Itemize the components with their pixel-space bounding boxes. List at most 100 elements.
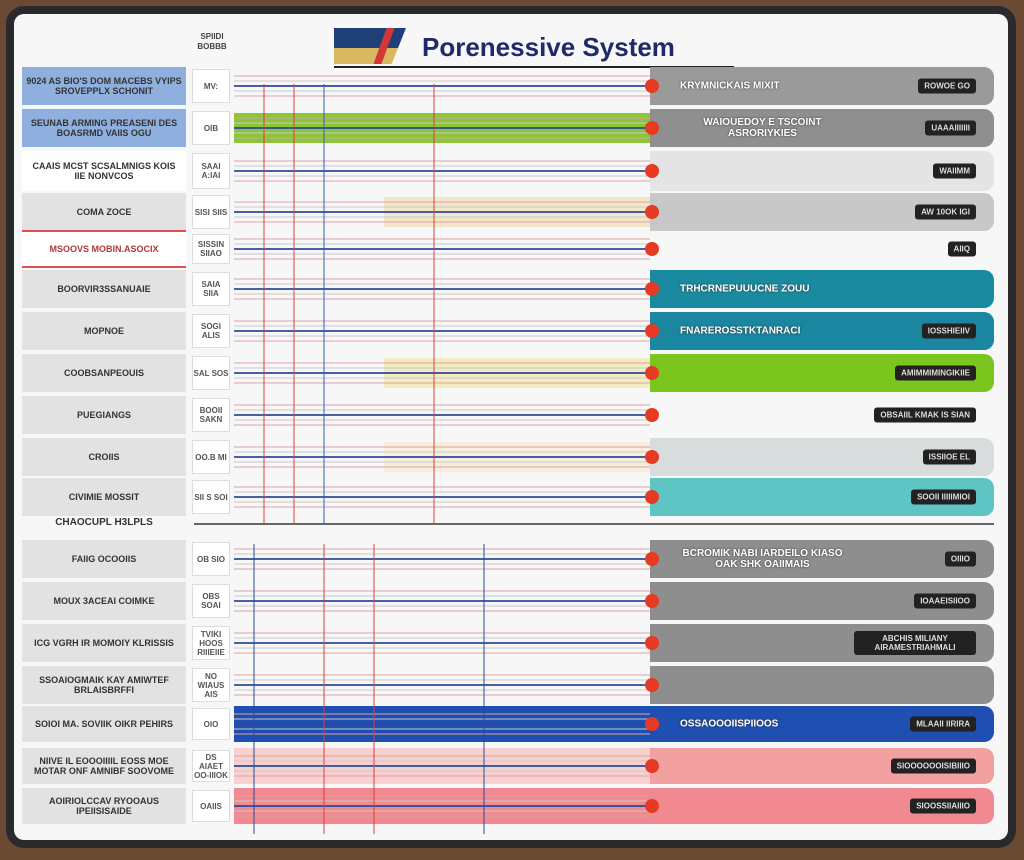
status-text: OSSAOOOIISPIIOOS bbox=[680, 718, 779, 730]
bottom-status-bar[interactable]: ABCHIS MILIANY AIRAMESTRIAHMALI bbox=[650, 624, 994, 662]
top-code: MV: bbox=[192, 69, 230, 103]
status-text: FNAREROSSTKTANRACI bbox=[680, 325, 801, 337]
bottom-label[interactable]: ICG VGRH IR MOMOIY KLRISSIS bbox=[22, 624, 186, 662]
status-tag: MLAAII IIRIRA bbox=[910, 716, 976, 732]
milestone-dot-icon[interactable] bbox=[645, 759, 659, 773]
bottom-label[interactable]: AOIRIOLCCAV RYOOAUS IPEIISISAIDE bbox=[22, 788, 186, 824]
top-status-bar[interactable]: OBSAIIL KMAK IS SIAN bbox=[650, 396, 994, 434]
status-tag: WAIIMM bbox=[933, 163, 976, 179]
status-tag: SIOOOOOOISIBIIIO bbox=[890, 758, 976, 774]
bottom-label[interactable]: SSOAIOGMAIK KAY AMIWTEF BRLAISBRFFI bbox=[22, 666, 186, 704]
status-tag: AW 10OK IGI bbox=[915, 204, 976, 220]
bottom-label[interactable]: NIIVE IL EOOOIIIIL EOSS MOE MOTAR ONF AM… bbox=[22, 748, 186, 784]
section-divider bbox=[194, 523, 994, 525]
top-status-bar[interactable]: WAIIMM bbox=[650, 151, 994, 191]
status-tag: ROWOE GO bbox=[918, 78, 976, 94]
top-code: OIB bbox=[192, 111, 230, 145]
top-code: SAAI A:IAI bbox=[192, 153, 230, 189]
top-code: SAL SOS bbox=[192, 356, 230, 390]
status-tag: UAAAIIIIIII bbox=[925, 120, 976, 136]
small-logo: SPIIDI BOBBB bbox=[197, 32, 227, 51]
milestone-dot-icon[interactable] bbox=[645, 205, 659, 219]
top-label[interactable]: PUEGIANGS bbox=[22, 396, 186, 434]
system-panel: SPIIDI BOBBB Porenessive System 9024 AS … bbox=[14, 14, 1008, 840]
header: Porenessive System bbox=[334, 28, 734, 68]
milestone-dot-icon[interactable] bbox=[645, 636, 659, 650]
milestone-dot-icon[interactable] bbox=[645, 594, 659, 608]
bottom-label[interactable]: MOUX 3ACEAI COIMKE bbox=[22, 582, 186, 620]
bottom-label[interactable]: FAIIG OCOOIIS bbox=[22, 540, 186, 578]
bottom-label[interactable]: SOIOI MA. SOVIIK OIKR PEHIRS bbox=[22, 706, 186, 742]
milestone-dot-icon[interactable] bbox=[645, 164, 659, 178]
milestone-dot-icon[interactable] bbox=[645, 450, 659, 464]
top-label[interactable]: MSOOVS MOBIN.ASOCIX bbox=[22, 232, 186, 266]
milestone-dot-icon[interactable] bbox=[645, 717, 659, 731]
top-status-bar[interactable]: SOOII IIIIIMIOI bbox=[650, 478, 994, 516]
title-divider bbox=[334, 66, 734, 68]
top-status-bar[interactable]: AMIMMIMINGIKIIE bbox=[650, 354, 994, 392]
top-label[interactable]: CROIIS bbox=[22, 438, 186, 476]
milestone-dot-icon[interactable] bbox=[645, 678, 659, 692]
top-label[interactable]: SEUNAB ARMING PREASENI DES BOASRMD VAIIS… bbox=[22, 109, 186, 147]
top-label[interactable]: 9024 AS BIO'S DOM MACEBS VYIPS SROVEPPLX… bbox=[22, 67, 186, 105]
milestone-dot-icon[interactable] bbox=[645, 324, 659, 338]
status-tag: AMIMMIMINGIKIIE bbox=[895, 365, 976, 381]
top-code: SII S SOI bbox=[192, 480, 230, 514]
bottom-code: NO WIAUS AIS bbox=[192, 668, 230, 702]
top-label[interactable]: CAAIS MCST SCSALMNIGS KOIS IIE NONVCOS bbox=[22, 151, 186, 191]
milestone-dot-icon[interactable] bbox=[645, 408, 659, 422]
status-text: BCROMIK NABI IARDEILO KIASO OAK SHK OAII… bbox=[682, 548, 843, 570]
bottom-code: OBS SOAI bbox=[192, 584, 230, 618]
status-tag: ABCHIS MILIANY AIRAMESTRIAHMALI bbox=[854, 631, 976, 655]
bottom-status-bar[interactable]: OSSAOOOIISPIIOOS MLAAII IIRIRA bbox=[650, 706, 994, 742]
top-code: OO.B MI bbox=[192, 440, 230, 474]
bottom-status-bar[interactable] bbox=[650, 666, 994, 704]
top-status-bar[interactable]: FNAREROSSTKTANRACI IOSSHIEIIV bbox=[650, 312, 994, 350]
status-tag: AIIQ bbox=[947, 241, 976, 257]
status-tag: ISSIIOE EL bbox=[922, 449, 976, 465]
bottom-code: OAIIS bbox=[192, 790, 230, 822]
status-text: TRHCRNEPUUUCNE ZOUU bbox=[680, 283, 810, 295]
milestone-dot-icon[interactable] bbox=[645, 282, 659, 296]
top-label[interactable]: BOORVIR3SSANUAIE bbox=[22, 270, 186, 308]
bottom-status-bar[interactable]: SIOOSSIIAIIIO bbox=[650, 788, 994, 824]
top-code: BOOII SAKN bbox=[192, 398, 230, 432]
bottom-code: DS AIAET OO-IIIOK bbox=[192, 750, 230, 782]
page-title: Porenessive System bbox=[422, 32, 675, 62]
top-status-bar[interactable]: KRYMNICKAIS MIXIT ROWOE GO bbox=[650, 67, 994, 105]
status-tag: IOAAEISIIOO bbox=[914, 593, 976, 609]
top-label[interactable]: MOPNOE bbox=[22, 312, 186, 350]
section-heading: CHAOCUPL H3LPLS bbox=[55, 517, 153, 528]
status-text: KRYMNICKAIS MIXIT bbox=[680, 80, 780, 92]
milestone-dot-icon[interactable] bbox=[645, 121, 659, 135]
bottom-status-bar[interactable]: SIOOOOOOISIBIIIO bbox=[650, 748, 994, 784]
divider bbox=[22, 230, 186, 232]
status-tag: IOSSHIEIIV bbox=[921, 323, 976, 339]
top-status-bar[interactable]: ISSIIOE EL bbox=[650, 438, 994, 476]
top-status-bar[interactable]: AW 10OK IGI bbox=[650, 193, 994, 231]
milestone-dot-icon[interactable] bbox=[645, 799, 659, 813]
milestone-dot-icon[interactable] bbox=[645, 552, 659, 566]
top-label[interactable]: COOBSANPEOUIS bbox=[22, 354, 186, 392]
status-tag: OBSAIIL KMAK IS SIAN bbox=[874, 407, 976, 423]
top-status-bar[interactable]: AIIQ bbox=[650, 232, 994, 266]
top-status-bar[interactable]: TRHCRNEPUUUCNE ZOUU bbox=[650, 270, 994, 308]
top-code: SISSIN SIIAO bbox=[192, 234, 230, 264]
milestone-dot-icon[interactable] bbox=[645, 366, 659, 380]
bottom-code: TVIKI HOOS RIIIEIIE bbox=[192, 626, 230, 660]
milestone-dot-icon[interactable] bbox=[645, 490, 659, 504]
bottom-status-bar[interactable]: BCROMIK NABI IARDEILO KIASO OAK SHK OAII… bbox=[650, 540, 994, 578]
status-tag: OIIIO bbox=[944, 551, 976, 567]
milestone-dot-icon[interactable] bbox=[645, 242, 659, 256]
top-code: SOGI ALIS bbox=[192, 314, 230, 348]
status-tag: SOOII IIIIIMIOI bbox=[911, 489, 976, 505]
brand-flag-icon bbox=[334, 28, 406, 64]
top-label[interactable]: COMA ZOCE bbox=[22, 193, 186, 231]
bottom-code: OB SIO bbox=[192, 542, 230, 576]
bottom-status-bar[interactable]: IOAAEISIIOO bbox=[650, 582, 994, 620]
top-label[interactable]: CIVIMIE MOSSIT bbox=[22, 478, 186, 516]
top-code: SISI SIIS bbox=[192, 195, 230, 229]
status-tag: SIOOSSIIAIIIO bbox=[910, 798, 976, 814]
milestone-dot-icon[interactable] bbox=[645, 79, 659, 93]
